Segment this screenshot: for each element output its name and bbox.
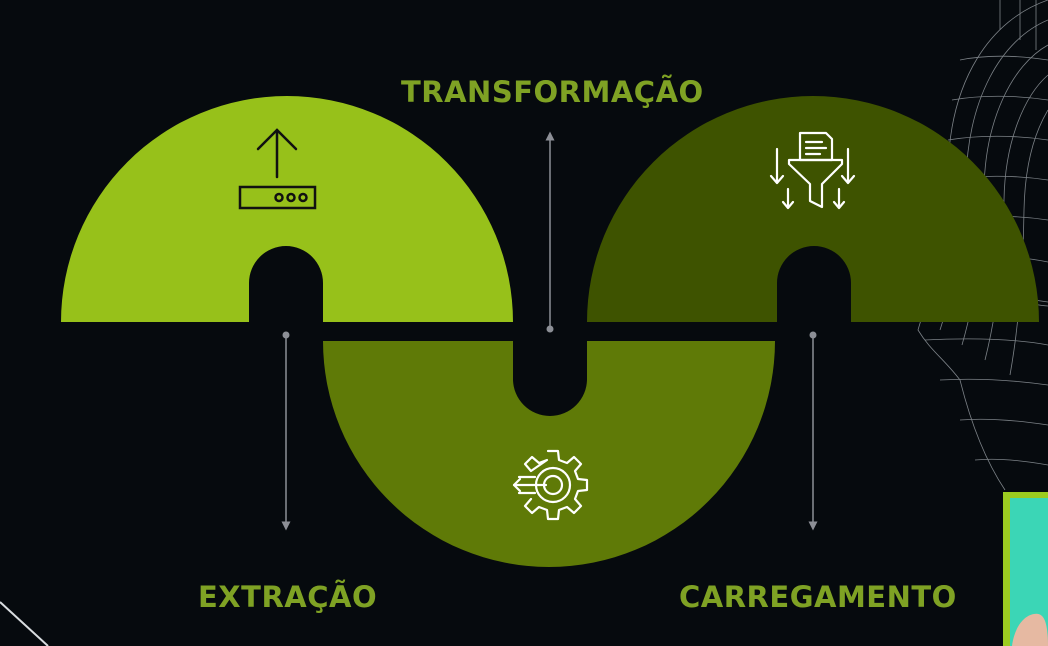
load-arc xyxy=(323,341,775,567)
stage-label-load: CARREGAMENTO xyxy=(679,580,957,614)
stage-label-transform: TRANSFORMAÇÃO xyxy=(401,75,704,109)
gear-arrows-icon xyxy=(512,449,589,521)
connector-extract xyxy=(281,331,291,531)
server-upload-icon xyxy=(238,128,317,210)
stage-label-extract: EXTRAÇÃO xyxy=(198,580,378,614)
transform-arc xyxy=(587,96,1039,322)
connector-transform xyxy=(545,131,555,333)
funnel-filter-icon xyxy=(769,131,856,210)
connector-load xyxy=(808,331,818,531)
video-overlay-fragment xyxy=(1003,492,1048,646)
corner-accent-line xyxy=(0,601,49,646)
